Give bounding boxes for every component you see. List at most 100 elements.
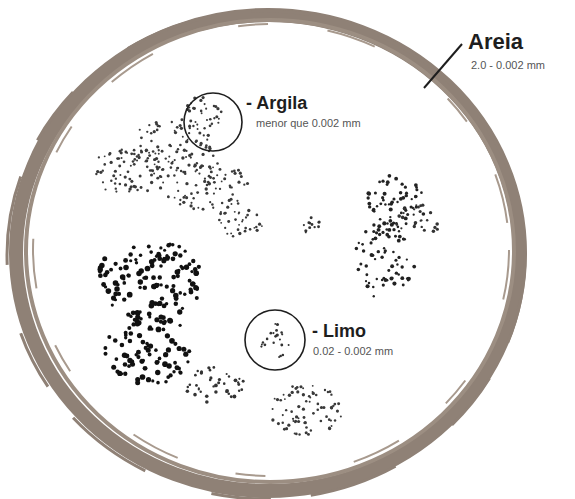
particle-dot — [310, 429, 312, 431]
particle-dot — [196, 124, 198, 126]
particle-dot — [150, 181, 153, 184]
particle-dot — [209, 124, 212, 127]
particle-dot — [139, 253, 143, 257]
particle-dot — [325, 415, 328, 418]
particle-dot — [167, 174, 170, 177]
particle-dot — [373, 295, 375, 297]
clay-circle — [184, 93, 242, 151]
particle-dot — [395, 271, 398, 274]
particle-dot — [367, 202, 371, 206]
particle-dot — [402, 238, 405, 241]
particle-dot — [185, 156, 187, 158]
particle-dot — [297, 417, 299, 419]
particle-dot — [149, 250, 153, 254]
particle-dot — [279, 355, 282, 358]
particle-dot — [365, 273, 368, 276]
particle-dot — [382, 221, 386, 225]
particle-dot — [102, 169, 104, 171]
particle-dot — [432, 229, 435, 232]
particle-dot — [413, 225, 416, 228]
particle-dot — [145, 266, 151, 272]
particle-dot — [367, 192, 371, 196]
particle-dot — [215, 115, 218, 118]
particle-dot — [201, 153, 204, 156]
particle-dot — [295, 433, 298, 436]
particle-dot — [112, 174, 115, 177]
particle-dot — [334, 419, 336, 421]
particle-dot — [240, 388, 243, 391]
sand-label: Areia — [468, 30, 523, 54]
particle-dot — [123, 160, 126, 163]
particle-dot — [340, 415, 342, 417]
particle-dot — [368, 282, 370, 284]
particle-dot — [188, 287, 192, 291]
particle-dot — [179, 203, 181, 205]
particle-dot — [150, 140, 153, 143]
particle-dot — [188, 132, 190, 134]
particle-dot — [414, 195, 418, 199]
particle-dot — [128, 190, 130, 192]
particle-dot — [292, 418, 294, 420]
particle-dot — [138, 286, 141, 289]
particle-dot — [361, 243, 364, 246]
particle-dot — [180, 170, 182, 172]
particle-dot — [237, 228, 240, 231]
particle-dot — [228, 199, 231, 202]
particle-dot — [297, 420, 300, 423]
particle-dot — [426, 219, 428, 221]
particle-dot — [195, 184, 198, 187]
particle-dot — [205, 187, 208, 190]
particle-dot — [124, 151, 127, 154]
particle-dot — [114, 357, 118, 361]
particle-dot — [133, 149, 136, 152]
particle-dot — [185, 196, 188, 199]
particle-dot — [382, 283, 385, 286]
particle-dot — [328, 427, 331, 430]
particle-dot — [155, 121, 158, 124]
particle-dot — [244, 227, 247, 230]
particle-dot — [119, 174, 121, 176]
particle-dot — [381, 279, 383, 281]
particle-dot — [376, 278, 378, 280]
particle-dot — [407, 277, 411, 281]
particle-dot — [381, 196, 384, 199]
particle-dot — [177, 309, 182, 314]
particle-dot — [277, 422, 280, 425]
particle-dot — [145, 149, 148, 152]
particle-dot — [274, 398, 276, 400]
particle-dot — [197, 370, 199, 372]
particle-dot — [305, 231, 307, 233]
particle-dot — [304, 229, 307, 232]
particle-dot — [214, 105, 217, 108]
particle-dot — [136, 189, 139, 192]
particle-dot — [305, 400, 307, 402]
particle-dot — [175, 169, 177, 171]
particle-dot — [357, 268, 361, 272]
particle-dot — [182, 136, 184, 138]
particle-dot — [138, 156, 141, 159]
particle-dot — [200, 390, 202, 392]
particle-dot — [382, 199, 385, 202]
particle-dot — [366, 191, 370, 195]
particle-dot — [127, 274, 131, 278]
particle-dot — [175, 269, 181, 275]
particle-dot — [154, 283, 159, 288]
particle-dot — [171, 256, 176, 261]
particle-dot — [322, 406, 325, 409]
particle-dot — [155, 370, 160, 375]
particle-dot — [119, 150, 122, 153]
particle-dot — [226, 206, 229, 209]
particle-dot — [177, 190, 179, 192]
particle-dot — [329, 390, 332, 393]
particle-dot — [106, 288, 112, 294]
particle-dot — [269, 332, 272, 335]
particle-dot — [362, 249, 365, 252]
particle-dot — [187, 349, 191, 353]
particle-dot — [114, 286, 119, 291]
particle-dot — [171, 243, 175, 247]
particle-dot — [103, 273, 108, 278]
particle-dot — [156, 177, 159, 180]
particle-dot — [137, 333, 142, 338]
particle-dot — [224, 174, 226, 176]
particle-dot — [149, 169, 152, 172]
